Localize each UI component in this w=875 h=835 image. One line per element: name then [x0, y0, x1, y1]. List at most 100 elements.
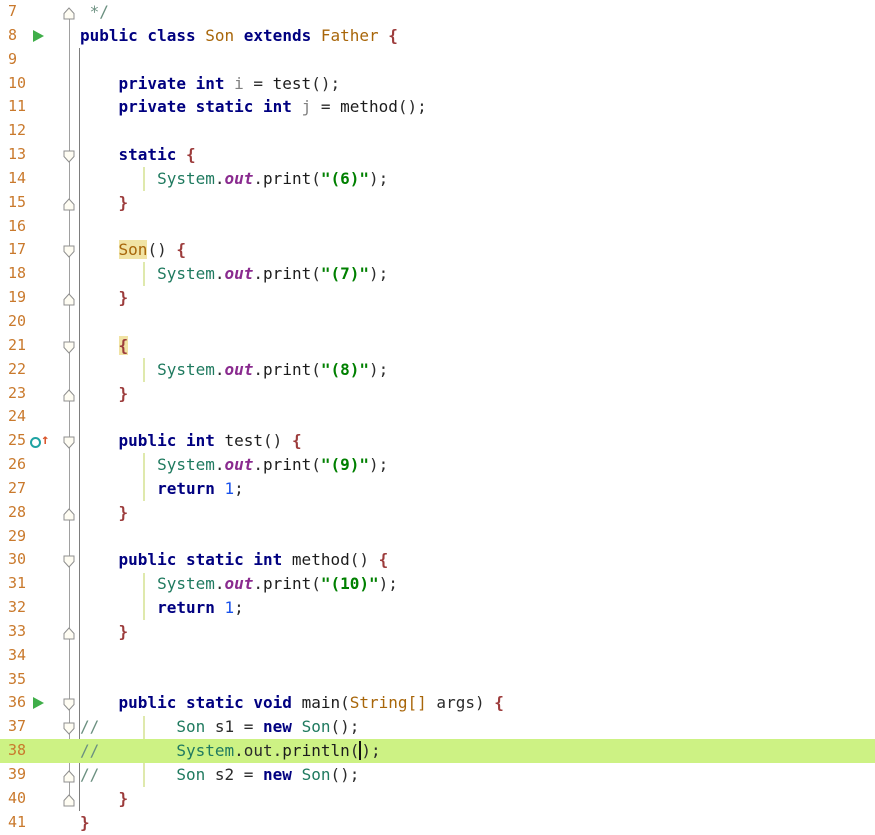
line-number[interactable]: 36	[8, 693, 27, 712]
code-text[interactable]: }	[80, 286, 129, 310]
line-number[interactable]: 38	[8, 741, 27, 760]
code-text[interactable]: */	[80, 0, 109, 24]
line-number[interactable]: 30	[8, 550, 27, 569]
fold-start-icon[interactable]	[63, 148, 75, 163]
line-number[interactable]: 41	[8, 812, 27, 831]
code-text[interactable]: }	[80, 191, 129, 215]
line-number[interactable]: 14	[8, 168, 27, 187]
line-number[interactable]: 9	[8, 49, 18, 68]
code-token: Father	[320, 25, 389, 45]
line-number[interactable]: 40	[8, 788, 27, 807]
code-token: test	[272, 73, 312, 93]
line-number[interactable]: 19	[8, 288, 27, 307]
line-number[interactable]: 20	[8, 311, 27, 330]
fold-start-icon[interactable]	[63, 243, 75, 259]
code-token: return	[157, 478, 225, 498]
code-text[interactable]: // Son s2 = new Son();	[80, 763, 359, 787]
fold-region-line	[69, 17, 70, 800]
line-number[interactable]: 32	[8, 598, 27, 617]
line-number[interactable]: 28	[8, 502, 27, 521]
code-token: ();	[330, 717, 360, 737]
code-text[interactable]: public static int method() {	[80, 548, 389, 572]
code-text[interactable]: public int test() {	[80, 429, 302, 453]
code-token	[80, 431, 119, 450]
code-text[interactable]: static {	[80, 143, 196, 167]
line-number[interactable]: 17	[8, 240, 27, 259]
code-text[interactable]: }	[80, 382, 129, 406]
line-number[interactable]: 13	[8, 145, 27, 164]
code-token: .out.	[234, 741, 283, 761]
line-number[interactable]: 33	[8, 621, 27, 640]
line-number[interactable]: 16	[8, 216, 27, 235]
fold-start-icon[interactable]	[63, 434, 75, 449]
line-number[interactable]: 15	[8, 192, 27, 211]
line-number[interactable]: 11	[8, 97, 27, 116]
code-text[interactable]: System.out.print("(9)");	[80, 453, 388, 477]
fold-start-icon[interactable]	[63, 339, 75, 354]
code-text[interactable]: private static int j = method();	[80, 95, 427, 119]
line-number[interactable]: 23	[8, 383, 27, 402]
code-token: );	[369, 264, 389, 284]
code-text[interactable]: {	[80, 334, 129, 358]
code-text[interactable]: private int i = test();	[80, 72, 341, 96]
code-text[interactable]: // System.out.println();	[80, 739, 381, 763]
code-text[interactable]: }	[80, 501, 129, 525]
line-number[interactable]: 37	[8, 717, 27, 736]
fold-end-icon[interactable]	[63, 625, 75, 640]
code-token	[80, 384, 119, 403]
line-number[interactable]: 26	[8, 455, 27, 474]
line-number[interactable]: 10	[8, 73, 27, 92]
code-token: out	[224, 264, 254, 284]
fold-end-icon[interactable]	[63, 291, 75, 306]
line-number[interactable]: 25	[8, 431, 27, 450]
fold-end-icon[interactable]	[63, 506, 75, 521]
code-token: out	[224, 574, 254, 594]
code-token: {	[118, 335, 129, 355]
line-number[interactable]: 24	[8, 407, 27, 426]
run-button-icon[interactable]	[33, 697, 44, 710]
code-text[interactable]: System.out.print("(6)");	[80, 167, 388, 191]
code-text[interactable]: }	[80, 787, 129, 811]
code-text[interactable]: return 1;	[80, 596, 244, 620]
code-token: i	[234, 73, 254, 93]
line-number[interactable]: 39	[8, 765, 27, 783]
code-text[interactable]: public class Son extends Father {	[80, 24, 398, 48]
override-arrow-icon[interactable]: ↑	[41, 432, 50, 449]
code-text[interactable]: }	[80, 811, 90, 835]
code-text[interactable]: public static void main(String[] args) {	[80, 691, 504, 715]
line-number[interactable]: 35	[8, 669, 27, 688]
code-text[interactable]: System.out.print("(7)");	[80, 262, 388, 286]
line-number[interactable]: 34	[8, 645, 27, 664]
line-number[interactable]: 12	[8, 121, 27, 140]
line-number[interactable]: 27	[8, 478, 27, 497]
code-token: 1	[224, 598, 235, 618]
run-button-icon[interactable]	[33, 29, 44, 42]
code-text[interactable]: }	[80, 620, 129, 644]
fold-start-icon[interactable]	[63, 696, 75, 712]
fold-start-icon[interactable]	[63, 553, 75, 569]
line-number[interactable]: 21	[8, 335, 27, 354]
fold-end-icon[interactable]	[63, 387, 75, 401]
override-marker-icon[interactable]	[30, 437, 41, 449]
code-text[interactable]: System.out.print("(10)");	[80, 572, 398, 596]
code-token: .	[253, 455, 264, 475]
code-token: new	[263, 765, 292, 784]
code-text[interactable]: return 1;	[80, 477, 244, 501]
fold-end-icon[interactable]	[63, 196, 75, 211]
fold-end-icon[interactable]	[63, 5, 75, 20]
code-token: "(6)"	[320, 168, 370, 188]
line-number[interactable]: 22	[8, 359, 27, 378]
line-number[interactable]: 29	[8, 526, 27, 545]
fold-end-icon[interactable]	[63, 792, 75, 807]
fold-start-icon[interactable]	[63, 720, 75, 736]
code-line-current: 38 // System.out.println();	[0, 739, 875, 763]
code-text[interactable]: Son() {	[80, 238, 186, 262]
line-number[interactable]: 31	[8, 574, 27, 593]
code-text[interactable]: // Son s1 = new Son();	[80, 715, 359, 739]
line-number[interactable]: 8	[8, 25, 18, 44]
code-text[interactable]: System.out.print("(8)");	[80, 358, 388, 382]
line-number[interactable]: 18	[8, 264, 27, 283]
line-number[interactable]: 7	[8, 2, 18, 20]
fold-end-icon[interactable]	[63, 768, 75, 783]
